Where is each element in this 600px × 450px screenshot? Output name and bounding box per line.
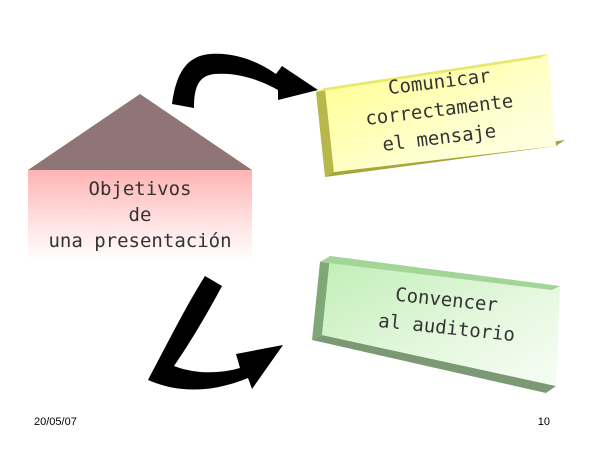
bottom-box-face — [322, 256, 560, 386]
top-curved-arrow — [172, 53, 318, 108]
center-label-line-1: Objetivos — [88, 178, 192, 200]
footer-date: 20/05/07 — [34, 416, 77, 428]
top-box-face — [325, 54, 556, 172]
center-label: Objetivos de una presentación — [28, 176, 252, 254]
house-roof — [28, 94, 252, 170]
bottom-box: Convencer al auditorio — [312, 256, 560, 393]
top-box: Comunicar correctamente el mensaje — [316, 54, 565, 177]
center-label-line-3: una presentación — [48, 230, 232, 252]
bottom-box-side — [312, 258, 330, 340]
bottom-box-bottom — [312, 335, 556, 393]
bottom-curved-arrow — [148, 276, 283, 390]
house-band — [28, 170, 252, 262]
page-number: 10 — [537, 416, 550, 428]
center-label-line-2: de — [128, 204, 152, 226]
top-box-side — [316, 88, 334, 177]
